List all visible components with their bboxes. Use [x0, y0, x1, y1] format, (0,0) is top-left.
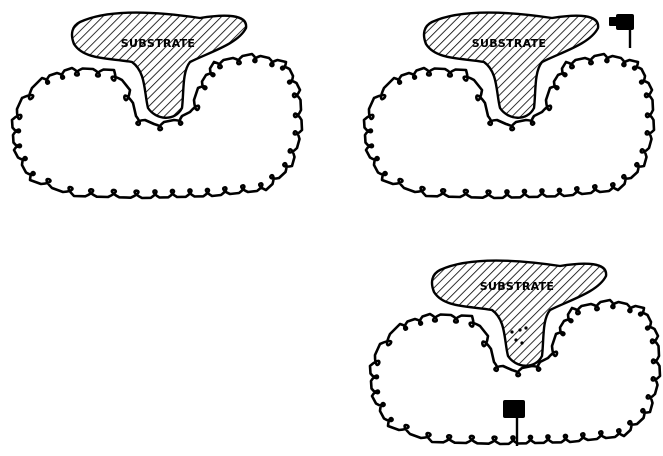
substrate-label: SUBSTRATE [121, 37, 196, 50]
substrate-label: SUBSTRATE [472, 37, 547, 50]
modifier-block-icon-notch [609, 17, 617, 26]
panel-modified-enzyme-distant: SUBSTRATE [370, 261, 660, 447]
modifier-block-icon [616, 14, 634, 30]
panel-modified-enzyme-near: SUBSTRATE [364, 13, 654, 199]
substrate-label: SUBSTRATE [480, 280, 555, 293]
panel-unmodified-enzyme: SUBSTRATE [12, 13, 302, 199]
modifier-block-icon [503, 400, 525, 418]
